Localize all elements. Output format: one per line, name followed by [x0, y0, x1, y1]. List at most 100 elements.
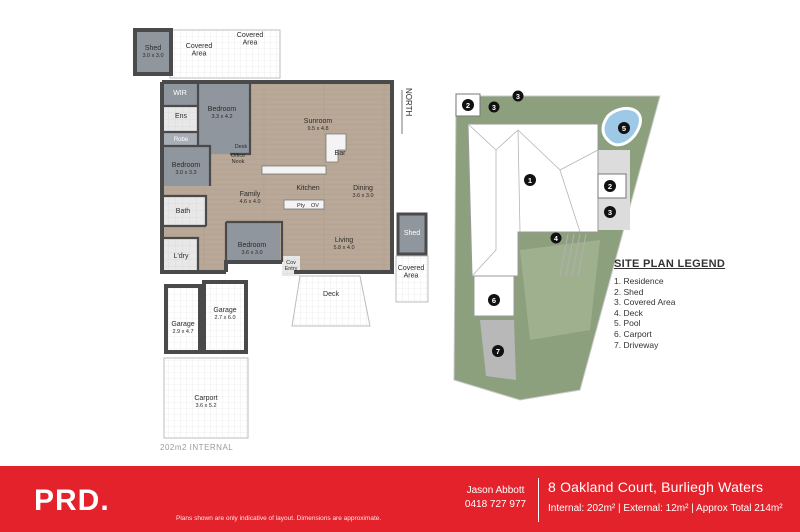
- robe-label: Robe: [174, 137, 189, 143]
- laundry-floor: [164, 238, 198, 272]
- marker-6: [488, 294, 500, 306]
- shed-right-label: Shed: [404, 230, 420, 237]
- site-markers: 2 3 3 1 2 3 4 5 6 7: [462, 90, 630, 357]
- legend-title: SITE PLAN LEGEND: [614, 258, 726, 270]
- bedroom-2-floor: [164, 146, 210, 186]
- site-plan-legend: SITE PLAN LEGEND 1. Residence 2. Shed 3.…: [614, 258, 774, 350]
- marker-7: [492, 345, 504, 357]
- garage-1-room: [164, 284, 202, 354]
- kitchen-bench: [261, 165, 327, 175]
- pantry-label: Pty: [297, 203, 305, 209]
- dining-dims: 3.6 x 3.0: [352, 193, 373, 199]
- legend-item: 5. Pool: [614, 318, 641, 329]
- marker-5: [618, 122, 630, 134]
- sunroom-dims: 9.5 x 4.8: [307, 126, 328, 132]
- legend-item: 7. Driveway: [614, 339, 659, 350]
- marker-3a-label: 3: [492, 105, 496, 112]
- shed-right-room: [396, 212, 428, 256]
- legend-item: 6. Carport: [614, 328, 652, 339]
- legend-item: 3. Covered Area: [614, 297, 676, 308]
- legend-item: 1. Residence: [614, 276, 664, 286]
- kitchen-label: Kitchen: [296, 185, 319, 192]
- disclaimer-text: Plans shown are only indicative of layou…: [176, 515, 382, 522]
- desk-label: Desk: [235, 144, 248, 150]
- ensuite-floor: [164, 106, 198, 132]
- dining-label: Dining: [353, 185, 373, 192]
- marker-4-label: 4: [554, 236, 558, 243]
- area-summary: Internal: 202m² | External: 12m² | Appro…: [548, 503, 783, 514]
- laundry-label: L'dry: [174, 253, 189, 260]
- wir-label: WIR: [173, 90, 187, 97]
- bedroom-3-dims: 3.6 x 3.0: [241, 250, 262, 256]
- marker-2a: [462, 99, 474, 111]
- agent-name: Jason Abbott: [466, 485, 525, 496]
- garage-2-label: Garage: [213, 307, 236, 314]
- marker-2b: [604, 180, 616, 192]
- marker-6-label: 6: [492, 296, 496, 305]
- bedroom-2-dims: 3.0 x 3.3: [175, 170, 196, 176]
- deck-area: [291, 275, 371, 327]
- ens-label: Ens: [175, 113, 188, 120]
- marker-3c: [604, 206, 616, 218]
- carport-label: Carport: [194, 395, 217, 402]
- marker-7-label: 7: [496, 347, 500, 356]
- marker-3c-label: 3: [608, 208, 612, 217]
- covered-area-top: [169, 29, 281, 79]
- bedroom-3-label: Bedroom: [238, 242, 267, 249]
- garage-1-label: Garage: [171, 321, 194, 328]
- oven-label: OV: [311, 203, 319, 209]
- carport-dims: 3.6 x 5.2: [195, 403, 216, 409]
- prd-logo: PRD.: [34, 484, 110, 517]
- living-label: Living: [335, 237, 353, 244]
- garage-2-room: [202, 280, 248, 354]
- site-plan: 2 3 3 1 2 3 4 5 6 7: [453, 90, 661, 401]
- family-dims: 4.6 x 4.0: [239, 199, 260, 205]
- shed-room: [133, 28, 173, 76]
- marker-4: [550, 232, 562, 244]
- garage-1-dims: 2.9 x 4.7: [172, 329, 193, 335]
- marker-3b-label: 3: [516, 94, 520, 101]
- footer-divider: [538, 478, 539, 522]
- wir-floor: [164, 84, 198, 106]
- shed-dims: 3.0 x 3.0: [142, 53, 163, 59]
- marker-5-label: 5: [622, 124, 626, 133]
- bar-label: Bar: [335, 150, 347, 157]
- internal-walls: [164, 84, 284, 272]
- garage-2-dims: 2.7 x 6.0: [214, 315, 235, 321]
- bedroom-2-label: Bedroom: [172, 162, 201, 169]
- agent-phone: 0418 727 977: [464, 499, 527, 510]
- marker-3a: [488, 101, 500, 113]
- legend-item: 2. Shed: [614, 286, 644, 297]
- sunroom-label: Sunroom: [304, 118, 333, 125]
- site-shed-2: [597, 173, 627, 199]
- footer-banner: PRD. Plans shown are only indicative of …: [0, 466, 800, 532]
- family-label: Family: [240, 191, 261, 198]
- marker-3b: [512, 90, 524, 102]
- marker-1: [524, 174, 536, 186]
- carport-area: [163, 357, 249, 439]
- robe-floor: [164, 132, 198, 146]
- legend-item: 4. Deck: [614, 307, 643, 318]
- north-arrow: NORTH: [401, 88, 413, 134]
- bedroom-1-dims: 3.3 x 4.2: [211, 114, 232, 120]
- bath-floor: [164, 196, 206, 226]
- north-label: NORTH: [404, 88, 413, 117]
- bedroom-1-label: Bedroom: [208, 106, 237, 113]
- bedroom-3-floor: [226, 222, 280, 262]
- marker-2b-label: 2: [608, 182, 612, 191]
- kitchen-island: [283, 199, 325, 210]
- internal-area-label: 202m2 INTERNAL: [160, 443, 233, 452]
- covered-area-right: [395, 255, 429, 303]
- deck-label: Deck: [323, 291, 339, 298]
- marker-1-label: 1: [528, 176, 532, 185]
- lawn-patch: [520, 240, 600, 340]
- property-address: 8 Oakland Court, Burliegh Waters: [548, 479, 764, 495]
- bath-label: Bath: [176, 208, 191, 215]
